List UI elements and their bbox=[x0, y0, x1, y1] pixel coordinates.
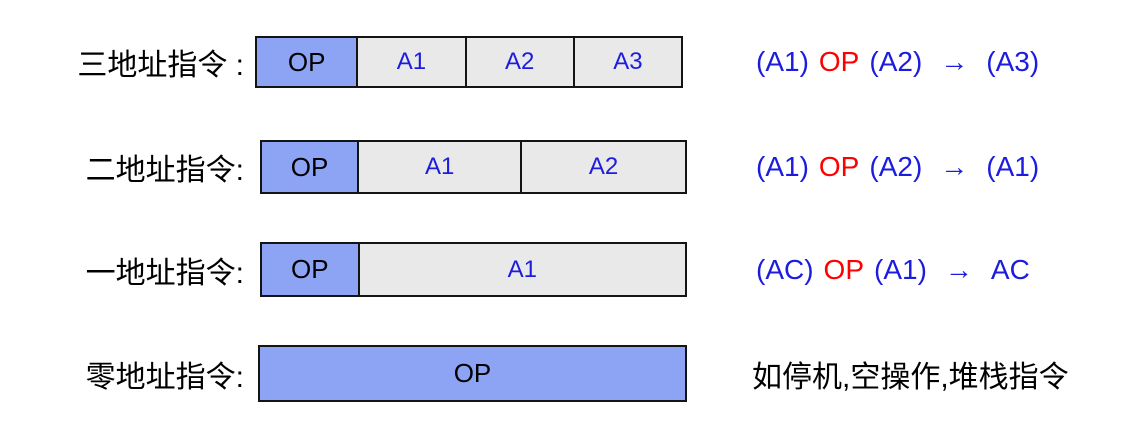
address-field-a2: A2 bbox=[464, 38, 573, 86]
row-label-three-address: 三地址指令 : bbox=[77, 49, 244, 82]
three-address-format-box: OP A1 A2 A3 bbox=[255, 36, 683, 88]
two-address-semantics: (A1) OP (A2) → (A1) bbox=[756, 140, 1039, 194]
row-label-zero-address: 零地址指令: bbox=[85, 360, 244, 394]
address-field-a2: A2 bbox=[520, 142, 685, 192]
formula-operator: OP bbox=[818, 151, 860, 182]
address-field-a3: A3 bbox=[572, 38, 681, 86]
formula-operator: OP bbox=[823, 253, 865, 285]
arrow-icon: → bbox=[944, 253, 973, 285]
one-address-semantics: (AC) OP (A1) → AC bbox=[756, 242, 1030, 297]
three-address-semantics: (A1) OP (A2) → (A3) bbox=[756, 36, 1039, 88]
address-field-a1: A1 bbox=[357, 142, 521, 192]
op-field: OP bbox=[257, 38, 357, 86]
arrow-icon: → bbox=[940, 151, 969, 182]
address-field-a1: A1 bbox=[356, 38, 465, 86]
formula-operand-left: (A1) bbox=[756, 46, 809, 77]
op-field: OP bbox=[262, 244, 358, 295]
row-label-one-address: 一地址指令: bbox=[85, 256, 244, 290]
one-address-format-box: OP A1 bbox=[260, 242, 687, 297]
zero-address-examples-note: 如停机,空操作,堆栈指令 bbox=[752, 360, 1069, 394]
formula-operator: OP bbox=[818, 46, 860, 77]
formula-operand-right: (A2) bbox=[869, 46, 923, 77]
op-field: OP bbox=[262, 142, 358, 192]
formula-operand-right: (A1) bbox=[874, 253, 927, 285]
formula-operand-left: (A1) bbox=[756, 151, 809, 182]
arrow-icon: → bbox=[940, 46, 969, 77]
op-field: OP bbox=[260, 347, 685, 400]
formula-result: (A1) bbox=[986, 151, 1040, 182]
formula-operand-right: (A2) bbox=[869, 151, 923, 182]
row-label-two-address: 二地址指令: bbox=[85, 154, 244, 187]
address-field-a1: A1 bbox=[357, 244, 685, 295]
formula-operand-left: (AC) bbox=[756, 253, 814, 285]
zero-address-format-box: OP bbox=[258, 345, 687, 402]
formula-result: AC bbox=[990, 253, 1030, 285]
formula-result: (A3) bbox=[986, 46, 1040, 77]
two-address-format-box: OP A1 A2 bbox=[260, 140, 687, 194]
